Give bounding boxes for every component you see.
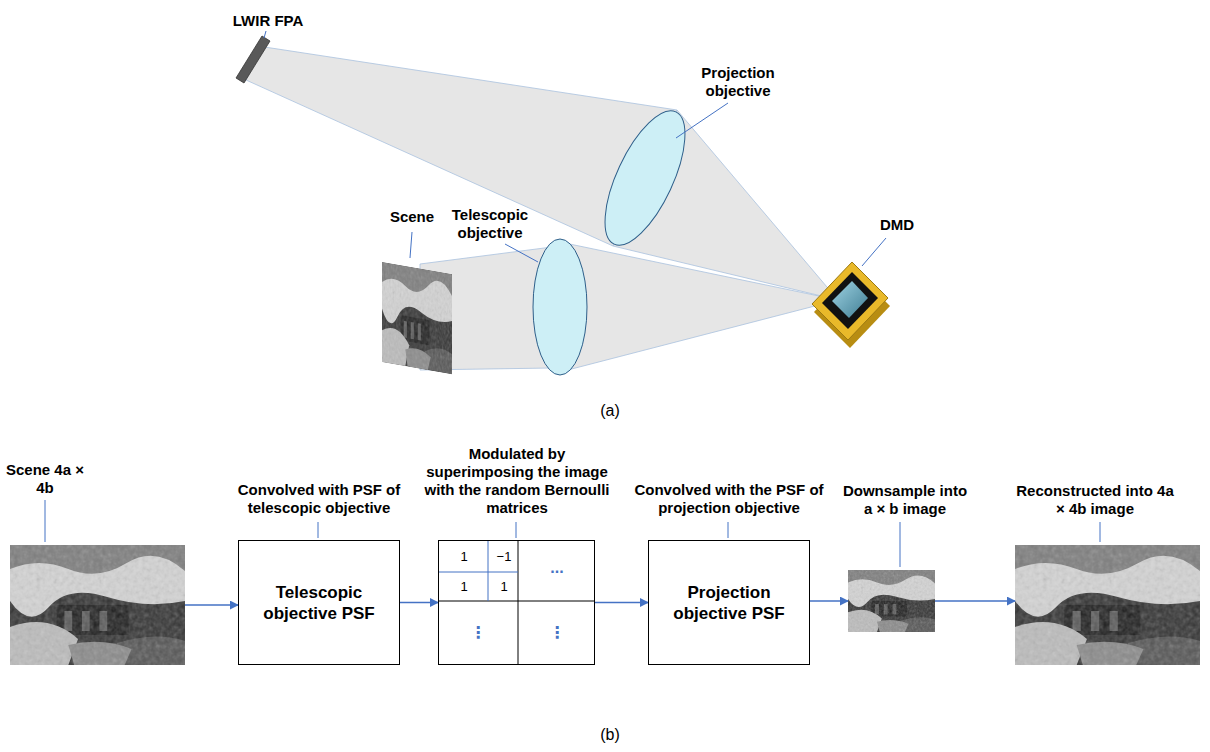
psf-box: Convolved with PSF of telescopic objecti… — [238, 540, 400, 665]
panel-label: (a) — [590, 402, 630, 420]
flow-arrow — [185, 604, 238, 605]
matrix-entry: 1 — [449, 578, 479, 596]
step-heading: Downsample into a × b image — [838, 482, 973, 518]
step-heading: Reconstructed into 4a × 4b image — [1015, 482, 1175, 518]
matrix-entry: 1 — [449, 548, 479, 566]
flow-arrow — [595, 602, 648, 603]
grid-line — [439, 601, 594, 602]
part-label: DMD — [867, 216, 927, 234]
panel-label: (b) — [590, 726, 630, 744]
box-title: Projection objective PSF — [649, 582, 809, 624]
downsampled-image: Downsample into a × b image — [848, 570, 935, 632]
grid-line — [439, 572, 518, 573]
step-heading: Convolved with the PSF of projection obj… — [624, 481, 834, 517]
psf-box: Convolved with the PSF of projection obj… — [648, 540, 810, 665]
part-label: Scene — [382, 208, 442, 226]
reconstructed-image: Reconstructed into 4a × 4b image — [1015, 545, 1200, 665]
matrix-entry: ... — [542, 559, 572, 577]
part-label: Projection objective — [688, 64, 788, 100]
step-heading: Scene 4a × 4b — [5, 461, 85, 497]
matrix-entry: 1 — [489, 578, 519, 596]
part-label: LWIR FPA — [218, 12, 318, 30]
grid-line — [518, 541, 519, 664]
part-label: Telescopic objective — [440, 206, 540, 242]
flow-arrow — [400, 602, 438, 603]
box-title: Telescopic objective PSF — [239, 582, 399, 624]
scene-image: Scene 4a × 4b — [10, 545, 185, 665]
flow-arrow — [810, 600, 848, 601]
step-heading: Convolved with PSF of telescopic objecti… — [227, 481, 412, 517]
grid-line — [488, 541, 489, 601]
flow-arrow — [935, 600, 1015, 601]
bernoulli-matrix: Modulated by superimposing the image wit… — [438, 540, 595, 665]
matrix-entry: −1 — [489, 548, 519, 566]
matrix-entry: ⋮ — [542, 624, 572, 642]
step-heading: Modulated by superimposing the image wit… — [420, 445, 615, 517]
matrix-entry: ⋮ — [463, 624, 493, 642]
